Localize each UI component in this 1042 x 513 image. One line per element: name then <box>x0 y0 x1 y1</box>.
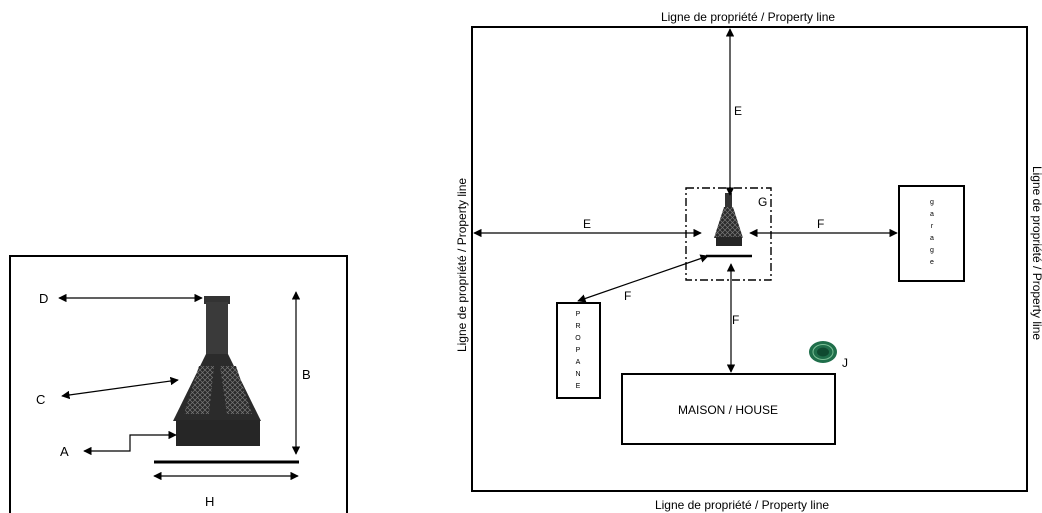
propane-box <box>556 302 601 399</box>
property-line-top-label: Ligne de propriété / Property line <box>661 10 835 24</box>
svg-text:g: g <box>930 199 934 206</box>
svg-text:O: O <box>575 335 581 342</box>
chiminea-base <box>176 420 260 446</box>
property-line-left-label: Ligne de propriété / Property line <box>455 178 469 352</box>
house-box <box>621 373 836 445</box>
firebox-mesh-left <box>184 366 214 414</box>
arrow-c <box>61 376 179 400</box>
chimney-cap <box>204 296 230 304</box>
label-c: C <box>36 392 45 407</box>
svg-text:a: a <box>930 235 934 242</box>
garden-hose-icon <box>809 341 837 363</box>
svg-text:r: r <box>931 223 934 230</box>
svg-text:R: R <box>575 323 580 330</box>
svg-text:P: P <box>576 311 581 318</box>
svg-text:P: P <box>576 347 581 354</box>
svg-text:E: E <box>576 383 581 390</box>
label-e-top: E <box>734 104 742 118</box>
label-e-left: E <box>583 217 591 231</box>
property-line-right-label: Ligne de propriété / Property line <box>1030 166 1042 340</box>
site-plan: Ligne de propriété / Property line Ligne… <box>455 10 1042 512</box>
label-f-propane: F <box>624 289 631 303</box>
label-g: G <box>758 195 767 209</box>
chimney-pipe <box>206 302 228 356</box>
label-j: J <box>842 356 848 370</box>
garage-label: g a r a g e <box>930 199 934 266</box>
house-label: MAISON / HOUSE <box>678 403 778 417</box>
label-h: H <box>205 494 214 509</box>
firebox-mesh-right <box>220 366 252 414</box>
propane-label: P R O P A N E <box>575 311 581 390</box>
chiminea-illustration <box>173 296 261 446</box>
svg-text:e: e <box>930 259 934 266</box>
label-d: D <box>39 291 48 306</box>
arrow-a <box>83 430 177 456</box>
arrow-f-propane <box>577 254 709 303</box>
property-line-bottom-label: Ligne de propriété / Property line <box>655 498 829 512</box>
svg-text:A: A <box>576 359 581 366</box>
svg-text:g: g <box>930 247 934 254</box>
label-f-garage: F <box>817 217 824 231</box>
garage-box <box>898 185 965 282</box>
label-f-house: F <box>732 313 739 327</box>
site-chiminea-icon <box>714 193 743 246</box>
label-a: A <box>60 444 69 459</box>
label-b: B <box>302 367 311 382</box>
svg-text:a: a <box>930 211 934 218</box>
svg-text:N: N <box>575 371 580 378</box>
dimension-diagram: D C A B H <box>9 255 348 513</box>
